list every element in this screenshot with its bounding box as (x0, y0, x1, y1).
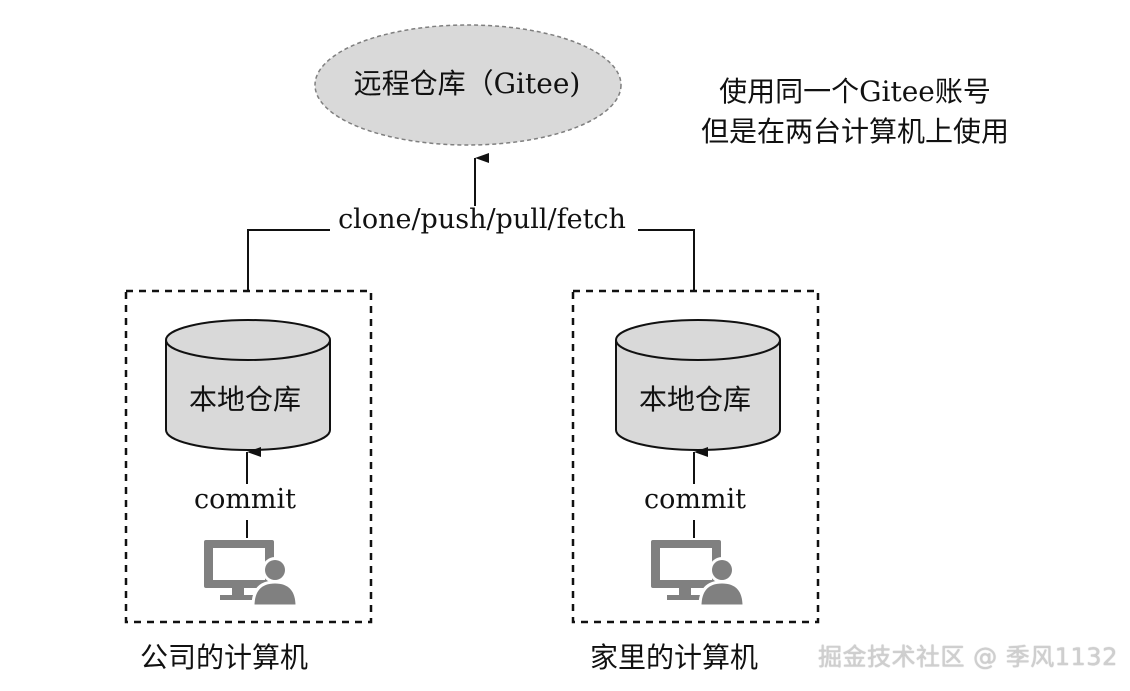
office-local-repo-cylinder (165, 319, 331, 451)
home-commit-label: commit (625, 486, 765, 513)
note-line-1: 使用同一个Gitee账号 (719, 75, 991, 108)
home-computer-user-icon (651, 540, 746, 608)
office-computer-label: 公司的计算机 (140, 641, 309, 674)
connector-right (638, 229, 695, 290)
home-local-repo-cylinder (615, 319, 781, 451)
git-operations-label: clone/push/pull/fetch (330, 206, 634, 233)
office-commit-label: commit (175, 486, 315, 513)
home-local-repo-label: 本地仓库 (638, 383, 751, 416)
office-computer-user-icon (204, 540, 299, 608)
watermark: 掘金技术社区 @ 季风1132 (818, 643, 1118, 671)
remote-repo-cloud (314, 24, 622, 146)
home-computer-boundary (571, 289, 820, 624)
office-local-repo-label: 本地仓库 (188, 383, 301, 416)
office-computer-boundary (124, 289, 373, 624)
remote-repo-label: 远程仓库（Gitee) (353, 67, 581, 100)
note-line-2: 但是在两台计算机上使用 (700, 115, 1009, 148)
connector-left (247, 229, 332, 290)
home-computer-label: 家里的计算机 (590, 641, 759, 674)
